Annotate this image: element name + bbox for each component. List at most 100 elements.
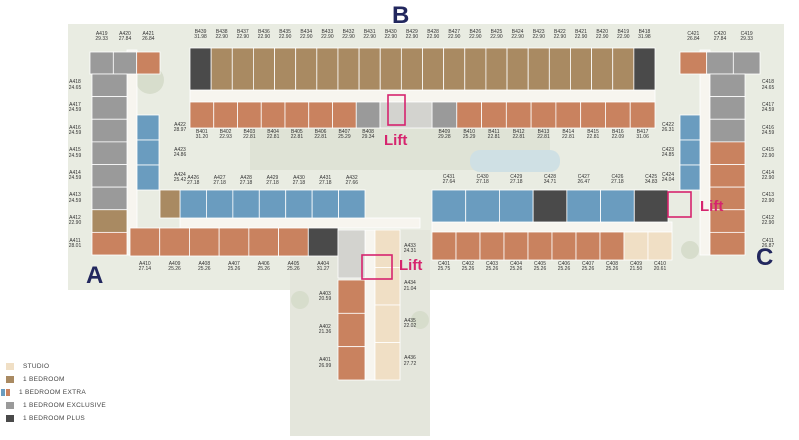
- unit-a428: [232, 189, 260, 219]
- unit-a427: [206, 189, 234, 219]
- unit-c403: [479, 231, 505, 261]
- unit-a418: [91, 73, 128, 98]
- unit-b411: [481, 101, 507, 129]
- unit-c420: [706, 51, 734, 75]
- unit-a410: [129, 227, 161, 257]
- unit-b425: [485, 47, 508, 91]
- legend-swatch: [6, 415, 14, 422]
- legend-label: STUDIO: [23, 363, 50, 370]
- unit-b423: [527, 47, 550, 91]
- unit-b402: [213, 101, 238, 129]
- corridor-a-wing: [364, 229, 376, 381]
- unit-b433: [316, 47, 339, 91]
- corridor-c-south: [431, 221, 673, 233]
- unit-b417: [629, 101, 656, 129]
- unit-c425: [633, 189, 669, 223]
- unit-a414: [91, 164, 128, 188]
- unit-b428: [422, 47, 445, 91]
- unit-c429: [499, 189, 534, 223]
- unit-c410: [647, 231, 673, 261]
- unit-b403: [237, 101, 262, 129]
- unit-c401: [431, 231, 457, 261]
- unit-c423: [679, 139, 701, 166]
- unit-b406: [308, 101, 333, 129]
- building-label-c: C: [756, 244, 774, 271]
- legend-label: 1 BEDROOM EXTRA: [19, 389, 86, 396]
- legend-swatch: [6, 363, 14, 370]
- unit-b418: [633, 47, 656, 91]
- unit-b401: [189, 101, 215, 129]
- unit-c424: [679, 164, 701, 191]
- unit-c418: [709, 73, 746, 98]
- legend-label: 1 BEDROOM PLUS: [23, 415, 85, 422]
- legend-swatch: [6, 402, 14, 409]
- unit-b421: [570, 47, 592, 91]
- unit-c430: [465, 189, 500, 223]
- legend-item-studio: STUDIO: [6, 360, 166, 373]
- unit-c408: [599, 231, 625, 261]
- unit-a423: [136, 139, 160, 166]
- unit-b429: [400, 47, 423, 91]
- unit-b424: [506, 47, 529, 91]
- legend-item-1-bedroom-exclusive: 1 BEDROOM EXCLUSIVE: [6, 399, 166, 412]
- lift-label-a: Lift: [399, 257, 423, 274]
- unit-c411: [709, 231, 746, 256]
- unit-b405: [284, 101, 310, 129]
- legend-swatch-secondary: [6, 389, 10, 396]
- unit-b409: [431, 101, 458, 129]
- unit-b436: [253, 47, 275, 91]
- unit-b408: [355, 101, 381, 129]
- unit-a420: [112, 51, 138, 75]
- corridor-a-south: [179, 217, 421, 229]
- unit-b420: [591, 47, 614, 91]
- unit-c406: [551, 231, 577, 261]
- legend-label: 1 BEDROOM: [23, 376, 65, 383]
- unit-c431: [431, 189, 467, 223]
- unit-c414: [709, 164, 746, 188]
- lift-label-c: Lift: [700, 198, 724, 215]
- unit-b412: [505, 101, 532, 129]
- unit-b435: [274, 47, 297, 91]
- legend-swatch: [1, 389, 5, 396]
- corridor-a: [126, 49, 138, 256]
- lift-label-b: Lift: [384, 132, 408, 149]
- unit-c422: [679, 114, 701, 141]
- unit-c426: [600, 189, 635, 223]
- unit-a424: [136, 164, 160, 191]
- lift-box-a: [361, 254, 393, 280]
- unit-a430: [285, 189, 313, 219]
- unit-b414: [555, 101, 582, 129]
- unit-b416: [605, 101, 631, 129]
- unit-c407: [575, 231, 601, 261]
- legend-swatch: [6, 376, 14, 383]
- legend-item-1-bedroom: 1 BEDROOM: [6, 373, 166, 386]
- corridors: [126, 49, 711, 381]
- unit-c404: [503, 231, 529, 261]
- unit-a406: [248, 227, 279, 257]
- unit-a422: [136, 114, 160, 141]
- unit-a419: [89, 51, 114, 75]
- unit-b439: [189, 47, 212, 91]
- unit-a407: [218, 227, 250, 257]
- unit-c419: [732, 51, 761, 75]
- unit-c428: [532, 189, 568, 223]
- unit-c402: [455, 231, 481, 261]
- unit-a416: [91, 118, 128, 143]
- corridor-b: [189, 89, 656, 103]
- unit-a429: [258, 189, 287, 219]
- unit-b438: [210, 47, 233, 91]
- unit-a408: [189, 227, 220, 257]
- unit-a404: [307, 227, 339, 257]
- unit-a436: [374, 342, 401, 381]
- lift-box-c: [667, 191, 692, 218]
- unit-b434: [295, 47, 318, 91]
- unit-a402: [337, 312, 366, 348]
- legend-item-1-bedroom-extra: 1 BEDROOM EXTRA: [1, 386, 166, 399]
- unit-a405: [278, 227, 309, 257]
- unit-a432: [338, 189, 366, 219]
- unit-b404: [260, 101, 286, 129]
- unit-b422: [548, 47, 571, 91]
- unit-a401: [337, 346, 366, 381]
- unit-b427: [443, 47, 466, 91]
